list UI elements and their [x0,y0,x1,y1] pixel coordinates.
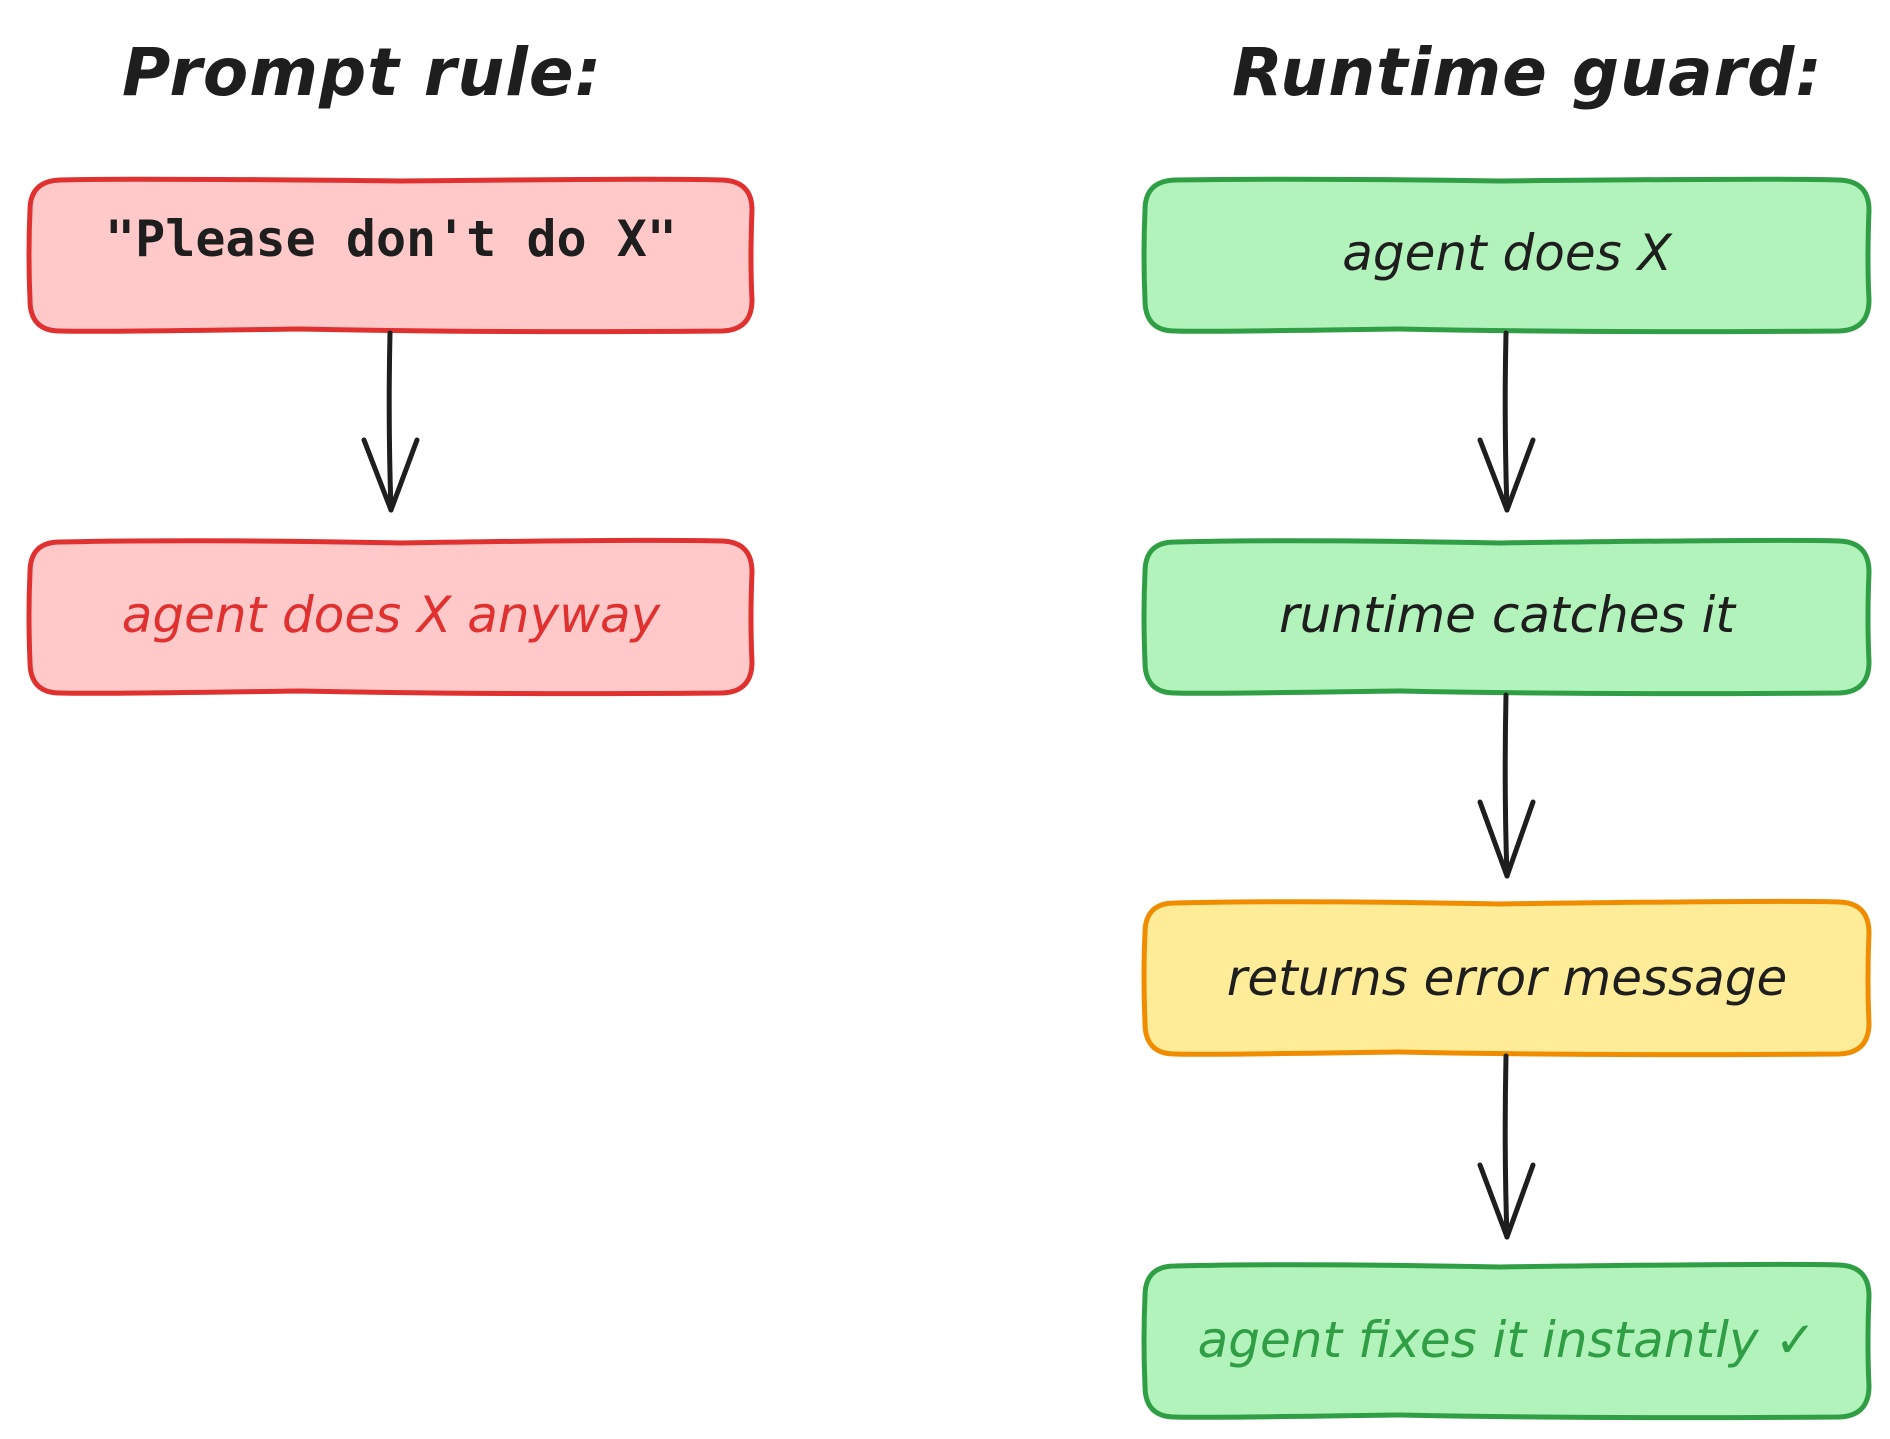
left-arrow [361,330,420,513]
returns-error-message-box: returns error message [1141,898,1872,1058]
agent-does-x-anyway-box-shape [26,537,755,697]
right-arrow-2 [1477,692,1536,879]
returns-error-message-label: returns error message [1227,949,1787,1007]
agent-does-x-label: agent does X [1342,224,1673,282]
runtime-catches-it-box-shape [1141,537,1872,697]
runtime-catches-it-box: runtime catches it [1141,537,1872,697]
prompt-rule-box: "Please don't do X" [26,176,755,335]
agent-fixes-it-label: agent fixes it instantly ✓ [1198,1311,1817,1369]
agent-does-x-box: agent does X [1141,176,1872,335]
runtime-catches-it-label: runtime catches it [1279,586,1737,644]
prompt-rule-title: Prompt rule: [122,34,602,111]
right-arrow-1 [1477,330,1536,513]
agent-fixes-it-box: agent fixes it instantly ✓ [1141,1261,1872,1421]
agent-does-x-anyway-box: agent does X anyway [26,537,755,697]
prompt-rule-box-shape [26,176,755,335]
agent-does-x-box-shape [1141,176,1872,335]
agent-does-x-anyway-label: agent does X anyway [122,586,662,644]
runtime-guard-title: Runtime guard: [1232,34,1823,111]
agent-fixes-it-box-shape [1141,1261,1872,1421]
returns-error-message-box-shape [1141,898,1872,1058]
prompt-rule-box-label: "Please don't do X" [105,210,677,268]
right-arrow-3 [1477,1053,1536,1240]
